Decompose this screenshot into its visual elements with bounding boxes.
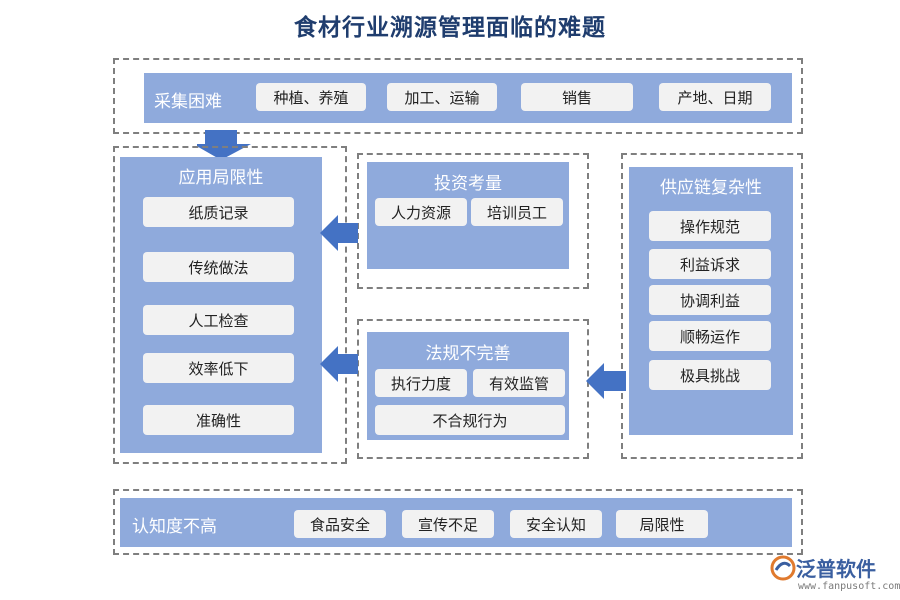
awareness-item: 食品安全 (294, 510, 386, 538)
awareness-title: 认知度不高 (132, 517, 217, 537)
left-arrow-icon (586, 363, 626, 399)
application-group (113, 146, 347, 464)
regulation-item: 执行力度 (375, 369, 467, 397)
regulation-item: 有效监管 (473, 369, 565, 397)
supply-chain-item: 利益诉求 (649, 249, 771, 279)
regulation-title: 法规不完善 (425, 344, 511, 364)
supply-chain-item: 极具挑战 (649, 360, 771, 390)
investment-panel: 投资考量 人力资源 培训员工 (367, 162, 569, 269)
awareness-item: 局限性 (616, 510, 708, 538)
collection-panel: 采集困难 种植、养殖 加工、运输 销售 产地、日期 (144, 73, 792, 123)
diagram-title: 食材行业溯源管理面临的难题 (294, 15, 606, 41)
supply-chain-item: 顺畅运作 (649, 321, 771, 351)
collection-item: 加工、运输 (387, 83, 497, 111)
application-item: 传统做法 (143, 252, 294, 282)
logo-name: 泛普软件 (796, 557, 876, 581)
supply-chain-panel: 供应链复杂性 操作规范 利益诉求 协调利益 顺畅运作 极具挑战 (629, 167, 793, 435)
application-item: 纸质记录 (143, 197, 294, 227)
brand-logo: 泛普软件 www.fanpusoft.com (770, 553, 900, 598)
down-arrow-icon (197, 130, 251, 160)
left-arrow-icon (320, 346, 358, 382)
collection-item: 销售 (521, 83, 633, 111)
collection-item: 产地、日期 (659, 83, 771, 111)
supply-chain-group (621, 153, 803, 459)
collection-group (113, 58, 803, 134)
investment-item: 培训员工 (471, 198, 563, 226)
investment-group (357, 153, 589, 289)
supply-chain-item: 协调利益 (649, 285, 771, 315)
supply-chain-title: 供应链复杂性 (660, 178, 762, 198)
investment-title: 投资考量 (434, 174, 502, 194)
application-item: 效率低下 (143, 353, 294, 383)
application-title: 应用局限性 (178, 168, 264, 188)
left-arrow-icon (320, 215, 358, 251)
investment-item: 人力资源 (375, 198, 467, 226)
regulation-panel: 法规不完善 执行力度 有效监管 不合规行为 (367, 332, 569, 440)
logo-url: www.fanpusoft.com (798, 581, 900, 592)
awareness-panel: 认知度不高 食品安全 宣传不足 安全认知 局限性 (120, 498, 792, 547)
awareness-group (113, 489, 803, 555)
regulation-group (357, 319, 589, 459)
application-item: 人工检查 (143, 305, 294, 335)
collection-item: 种植、养殖 (256, 83, 366, 111)
awareness-item: 宣传不足 (402, 510, 494, 538)
application-item: 准确性 (143, 405, 294, 435)
supply-chain-item: 操作规范 (649, 211, 771, 241)
regulation-item: 不合规行为 (375, 405, 565, 435)
awareness-item: 安全认知 (510, 510, 602, 538)
collection-title: 采集困难 (154, 92, 222, 112)
application-panel: 应用局限性 纸质记录 传统做法 人工检查 效率低下 准确性 (120, 157, 322, 453)
logo-mark-icon (770, 555, 796, 581)
